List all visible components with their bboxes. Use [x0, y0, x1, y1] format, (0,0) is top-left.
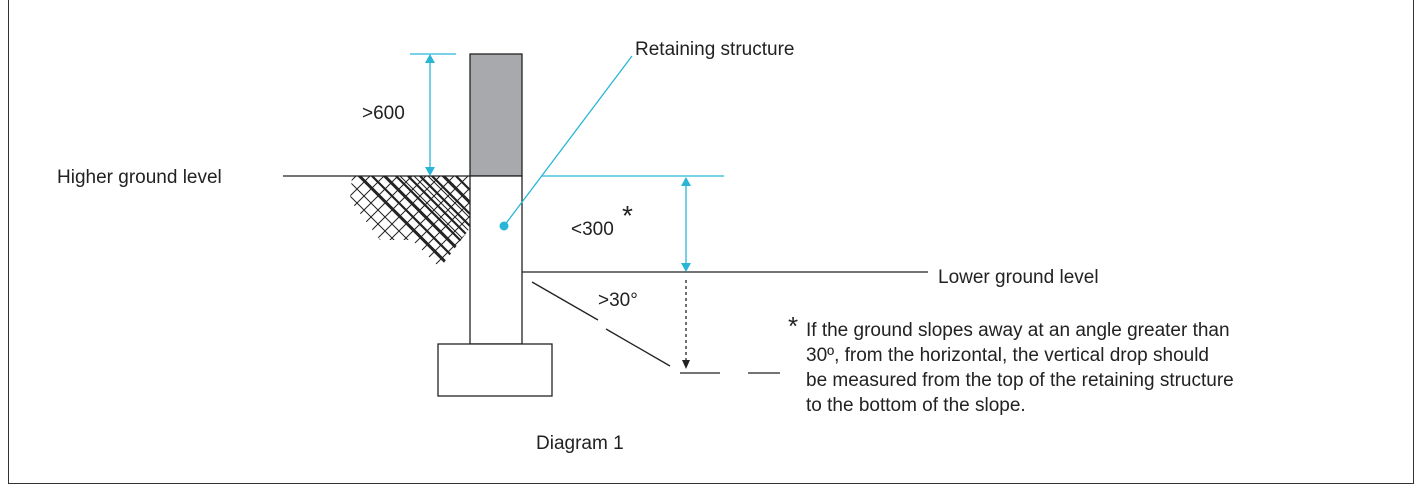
note-line: 30º, from the horizontal, the vertical d…: [806, 345, 1209, 366]
note-line: be measured from the top of the retainin…: [806, 370, 1234, 391]
wall-footing: [437, 343, 553, 397]
slope-note: If the ground slopes away at an angle gr…: [806, 318, 1234, 418]
note-line: to the bottom of the slope.: [806, 395, 1026, 416]
retaining-wall: [469, 175, 523, 345]
slope-angle-label: >30°: [598, 290, 638, 311]
slope-dash: [531, 281, 599, 321]
drop-height-dimension: [542, 175, 724, 272]
wall-cap: [469, 53, 523, 177]
slope-dash: [605, 328, 671, 367]
lower-ground-label: Lower ground level: [938, 267, 1099, 288]
diagram-frame: [8, 0, 1414, 484]
retaining-structure-leader: [499, 55, 633, 231]
retaining-structure-label: Retaining structure: [635, 39, 795, 60]
drop-arrowhead: [682, 360, 690, 369]
height-above-dimension: [410, 53, 456, 176]
height-above-label: >600: [362, 103, 405, 124]
diagram-caption: Diagram 1: [536, 433, 624, 454]
note-line: If the ground slopes away at an angle gr…: [806, 320, 1230, 341]
note-asterisk: *: [788, 311, 799, 341]
soil-hatching: [350, 176, 470, 268]
higher-ground-label: Higher ground level: [57, 167, 222, 188]
drop-height-asterisk: *: [622, 200, 633, 231]
drop-height-label: <300: [571, 219, 614, 240]
